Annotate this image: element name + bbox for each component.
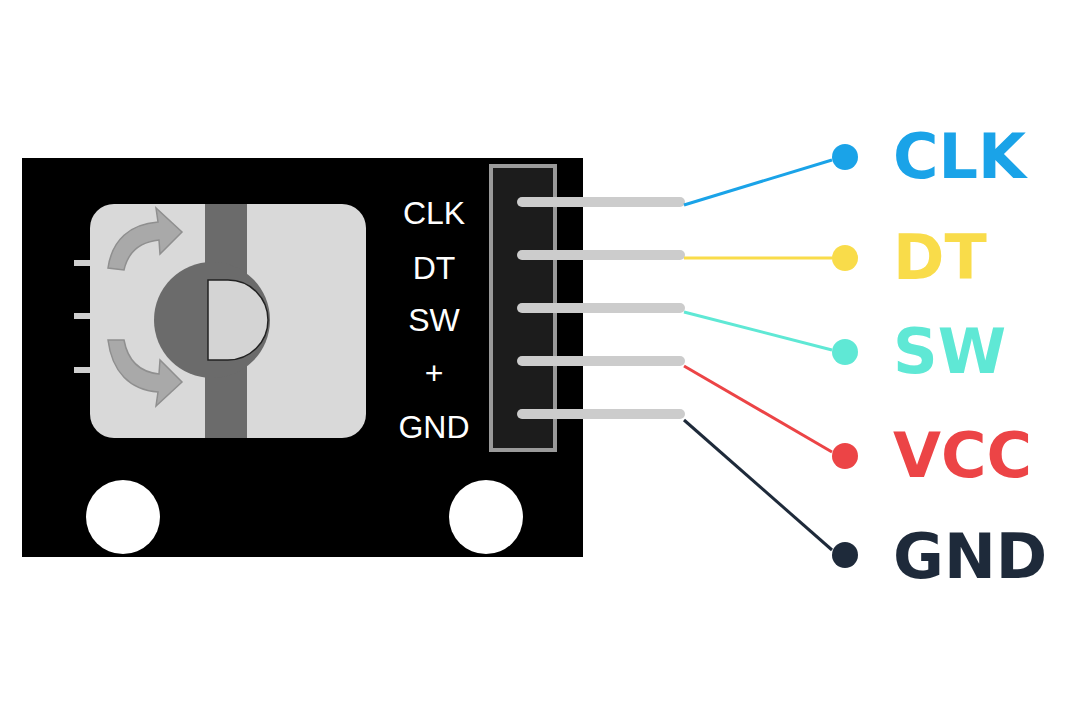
module-board [22, 158, 583, 557]
signal-name: GND [893, 526, 1047, 588]
board-pin-label: GND [398, 411, 469, 443]
signal-name: CLK [893, 126, 1026, 188]
signal-name: DT [893, 227, 987, 289]
mounting-hole [86, 480, 160, 554]
encoder-side-pins [74, 263, 92, 370]
board-pin-label: CLK [403, 197, 465, 229]
signal-name: SW [893, 321, 1006, 383]
header-pins [522, 202, 680, 414]
board-pin-label: + [425, 357, 444, 389]
board-pin-label: SW [408, 304, 460, 336]
d-shaft [208, 280, 268, 360]
mounting-hole [449, 480, 523, 554]
encoder-body [90, 204, 366, 438]
wires [684, 160, 832, 550]
board-pin-label: DT [413, 252, 456, 284]
wire-end-dots [832, 144, 858, 568]
shaft-collar [154, 262, 270, 378]
signal-name: VCC [893, 425, 1032, 487]
